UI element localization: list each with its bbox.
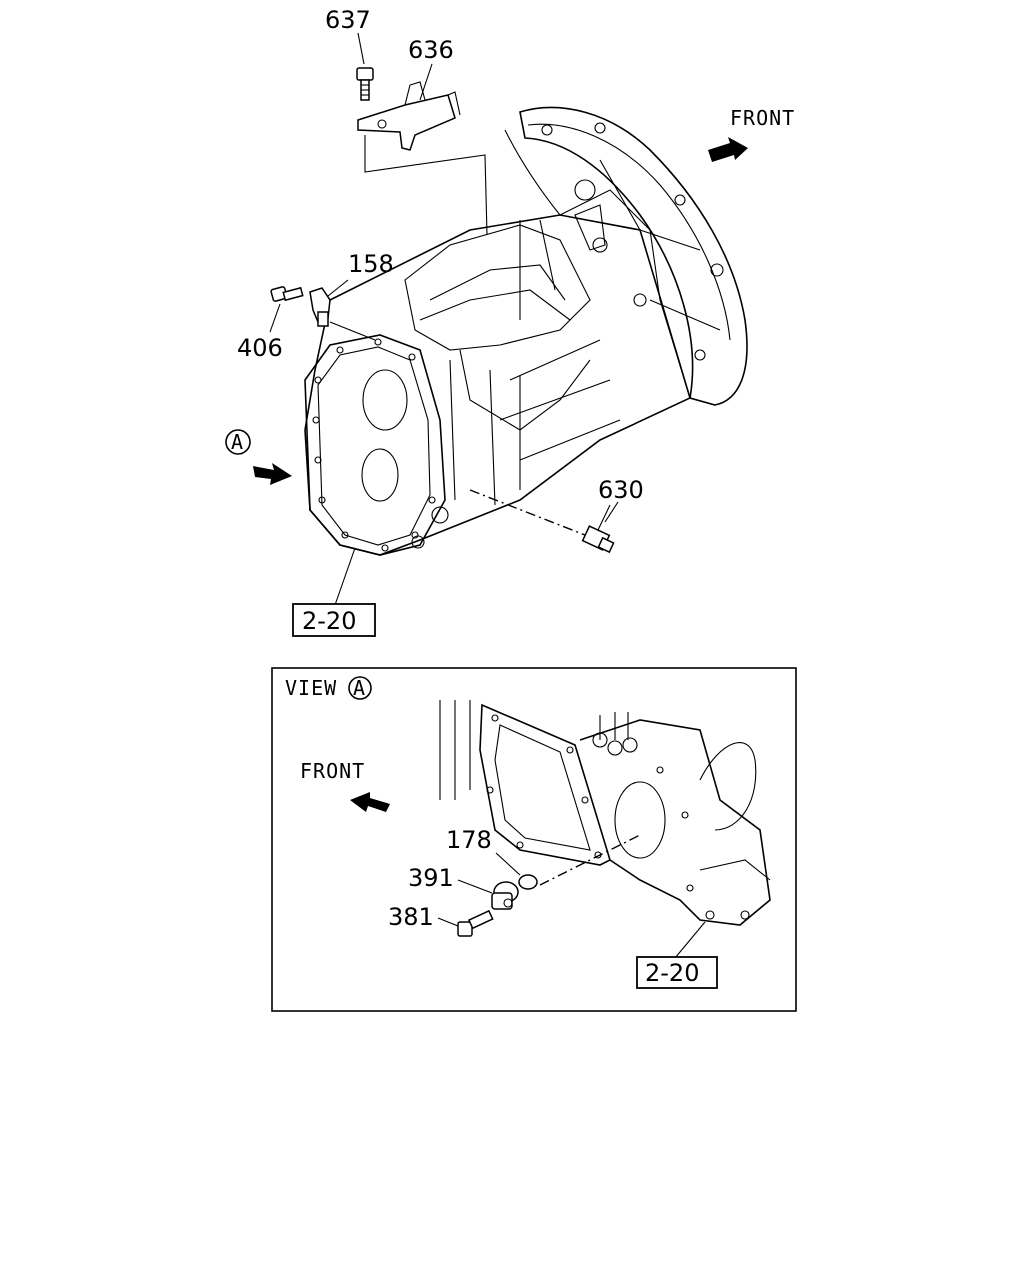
callout-637: 637 <box>325 6 371 34</box>
inset-front-arrow-icon <box>350 792 390 812</box>
leader-381 <box>437 917 459 927</box>
inset-front-label: FRONT <box>300 759 365 783</box>
front-label: FRONT <box>730 106 795 130</box>
callout-630: 630 <box>598 476 644 504</box>
ref-box-main <box>292 603 376 637</box>
inset-frame <box>271 667 797 1012</box>
part-406-bolt <box>270 286 304 302</box>
ref-label-main: 2-20 <box>302 607 356 635</box>
leader-ref-inset <box>674 921 706 959</box>
inset-view-circle <box>348 676 372 700</box>
part-381-bolt <box>457 909 494 937</box>
view-a-marker-letter: A <box>231 430 244 454</box>
ref-label-inset: 2-20 <box>645 959 699 987</box>
callout-636: 636 <box>408 36 454 64</box>
view-a-arrow-icon <box>253 463 292 485</box>
leader-630 <box>604 501 619 523</box>
transmission-assembly <box>304 106 748 556</box>
leader-178-install <box>539 834 641 886</box>
callout-178: 178 <box>446 826 492 854</box>
leader-636 <box>419 63 433 101</box>
ref-box-inset <box>636 956 718 989</box>
leader-178 <box>495 852 521 876</box>
callout-158: 158 <box>348 250 394 278</box>
inset-view-letter: A <box>353 676 366 700</box>
leader-630-install <box>469 489 586 536</box>
leader-636-mount <box>364 135 488 236</box>
callout-406: 406 <box>237 334 283 362</box>
front-arrow-icon <box>708 137 748 162</box>
callout-381: 381 <box>388 903 434 931</box>
part-178-o-ring <box>518 874 538 890</box>
part-630-switch <box>581 504 615 554</box>
callout-391: 391 <box>408 864 454 892</box>
inset-case-view <box>439 700 771 926</box>
leader-ref-main <box>334 547 356 606</box>
inset-view-label: VIEW <box>285 676 337 700</box>
part-391-sensor <box>491 881 519 910</box>
leader-158-mount <box>329 321 376 341</box>
part-636-bracket <box>357 81 461 151</box>
leader-637 <box>357 32 365 65</box>
leader-406 <box>269 303 281 333</box>
part-637-bolt <box>356 67 374 101</box>
leader-391 <box>457 879 493 894</box>
part-158-clip <box>309 287 331 327</box>
leader-158 <box>327 279 349 297</box>
view-a-marker-circle <box>225 429 251 455</box>
